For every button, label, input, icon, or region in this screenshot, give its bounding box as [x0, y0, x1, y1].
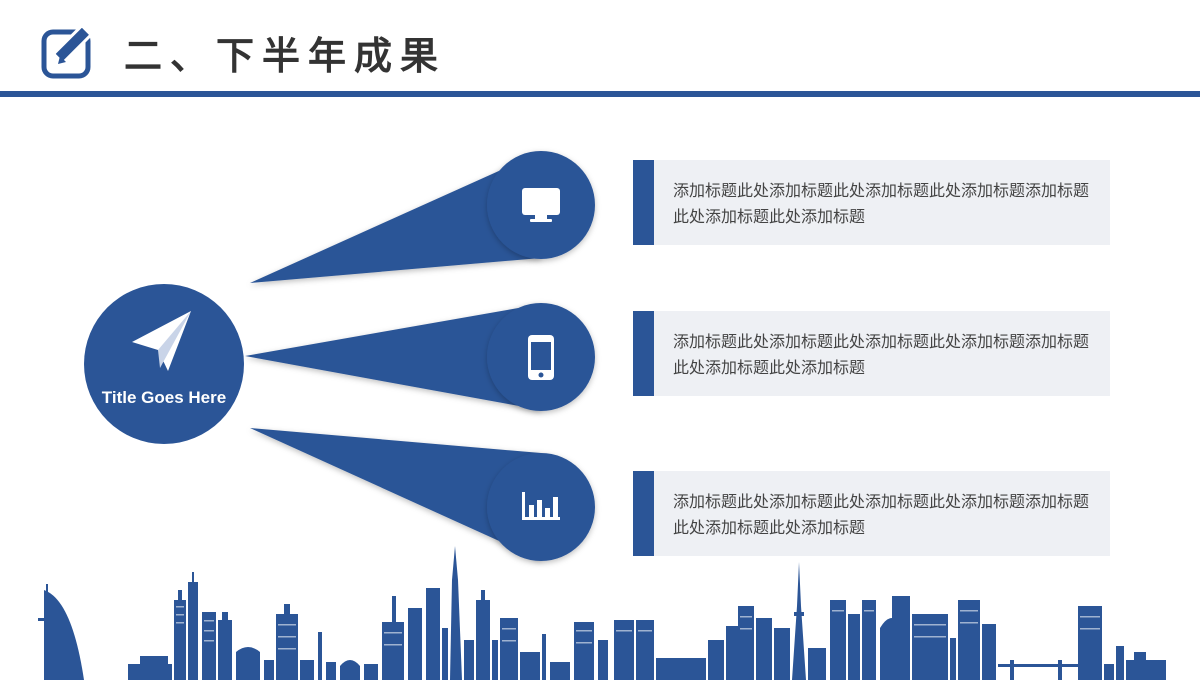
bar-chart-icon [522, 492, 560, 520]
card-text-3: 添加标题此处添加标题此处添加标题此处添加标题添加标题此处添加标题此处添加标题 [673, 492, 1090, 537]
connector-beam-3 [250, 428, 541, 560]
card-accent-bar [633, 471, 654, 556]
city-skyline-illustration [38, 546, 1166, 680]
text-card-2: 添加标题此处添加标题此处添加标题此处添加标题添加标题此处添加标题此处添加标题 [633, 311, 1110, 396]
header-divider [0, 91, 1200, 97]
paper-plane-icon [132, 311, 191, 371]
connector-beam-2 [245, 304, 541, 410]
card-text-2: 添加标题此处添加标题此处添加标题此处添加标题添加标题此处添加标题此处添加标题 [673, 332, 1090, 377]
hub-title: Title Goes Here [101, 388, 227, 407]
edit-icon [41, 28, 92, 79]
card-accent-bar [633, 311, 654, 396]
page-title: 二、下半年成果 [124, 34, 447, 78]
text-card-3: 添加标题此处添加标题此处添加标题此处添加标题添加标题此处添加标题此处添加标题 [633, 471, 1110, 556]
card-text-1: 添加标题此处添加标题此处添加标题此处添加标题添加标题此处添加标题此处添加标题 [673, 181, 1090, 226]
smartphone-icon [528, 335, 554, 380]
text-card-1: 添加标题此处添加标题此处添加标题此处添加标题添加标题此处添加标题此处添加标题 [633, 160, 1110, 245]
card-accent-bar [633, 160, 654, 245]
monitor-icon [522, 188, 560, 222]
hub-circle [84, 284, 244, 444]
connector-beam-1 [250, 152, 541, 283]
